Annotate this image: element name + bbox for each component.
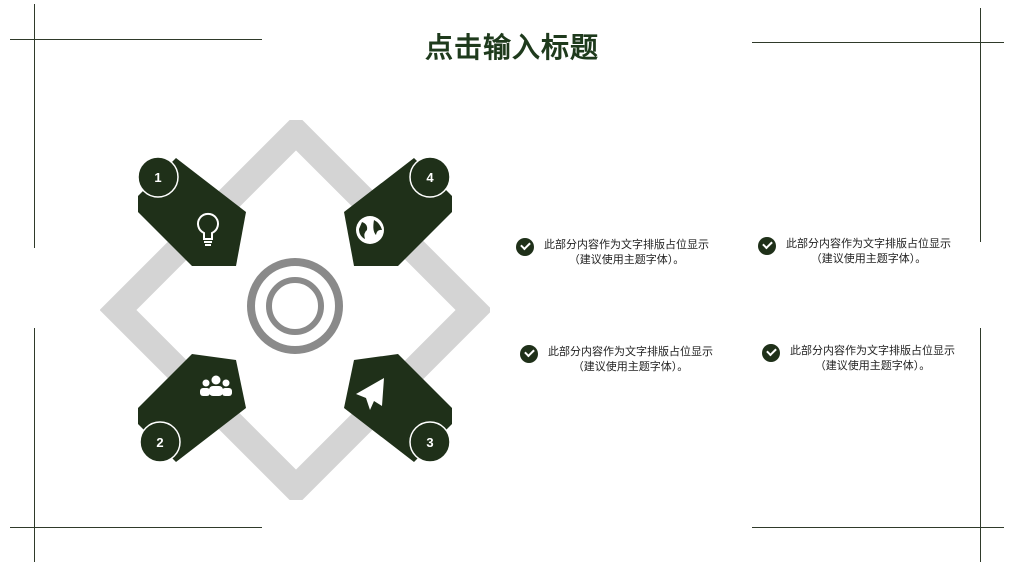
item-3-line2: （建议使用主题字体）。: [572, 360, 689, 373]
list-item-3: 此部分内容作为文字排版占位显示 （建议使用主题字体）。: [520, 344, 713, 374]
frame-line-left-lower: [34, 328, 35, 562]
frame-line-top-left: [10, 39, 262, 40]
frame-line-bottom-left: [10, 527, 262, 528]
item-1-line2: （建议使用主题字体）。: [568, 253, 685, 266]
item-3-line1: 此部分内容作为文字排版占位显示: [548, 345, 713, 358]
inner-ring: [266, 277, 324, 335]
frame-line-bottom-right: [752, 527, 1004, 528]
frame-line-right-lower: [980, 328, 981, 562]
petal-4: 4: [344, 156, 452, 266]
item-2-line1: 此部分内容作为文字排版占位显示: [786, 237, 951, 250]
check-circle-icon: [516, 238, 534, 256]
paper-plane-icon: [356, 378, 384, 410]
users-icon: [200, 375, 232, 396]
check-circle-icon: [520, 345, 538, 363]
outer-ring: [247, 258, 343, 354]
page-title: 点击输入标题: [424, 31, 599, 64]
frame-line-left-upper: [34, 4, 35, 248]
lightbulb-icon: [197, 212, 219, 246]
item-4-line1: 此部分内容作为文字排版占位显示: [790, 344, 955, 357]
petal-1-number: 1: [154, 170, 161, 185]
list-item-2: 此部分内容作为文字排版占位显示 （建议使用主题字体）。: [758, 236, 951, 266]
list-item-4: 此部分内容作为文字排版占位显示 （建议使用主题字体）。: [762, 343, 955, 373]
frame-line-right-upper: [980, 8, 981, 242]
petal-4-number: 4: [426, 170, 434, 185]
list-item-1: 此部分内容作为文字排版占位显示 （建议使用主题字体）。: [516, 237, 709, 267]
petal-1: 1: [137, 156, 246, 266]
globe-icon: [356, 216, 384, 244]
check-circle-icon: [758, 237, 776, 255]
petal-3: 3: [344, 354, 452, 463]
check-circle-icon: [762, 344, 780, 362]
item-1-line1: 此部分内容作为文字排版占位显示: [544, 238, 709, 251]
petal-2-number: 2: [156, 435, 163, 450]
petal-3-number: 3: [426, 435, 433, 450]
petal-2: 2: [138, 354, 246, 463]
four-petal-diagram: 1 4 2 3: [100, 120, 490, 500]
item-2-line2: （建议使用主题字体）。: [810, 252, 927, 265]
item-4-line2: （建议使用主题字体）。: [814, 359, 931, 372]
frame-line-top-right: [752, 42, 1004, 43]
